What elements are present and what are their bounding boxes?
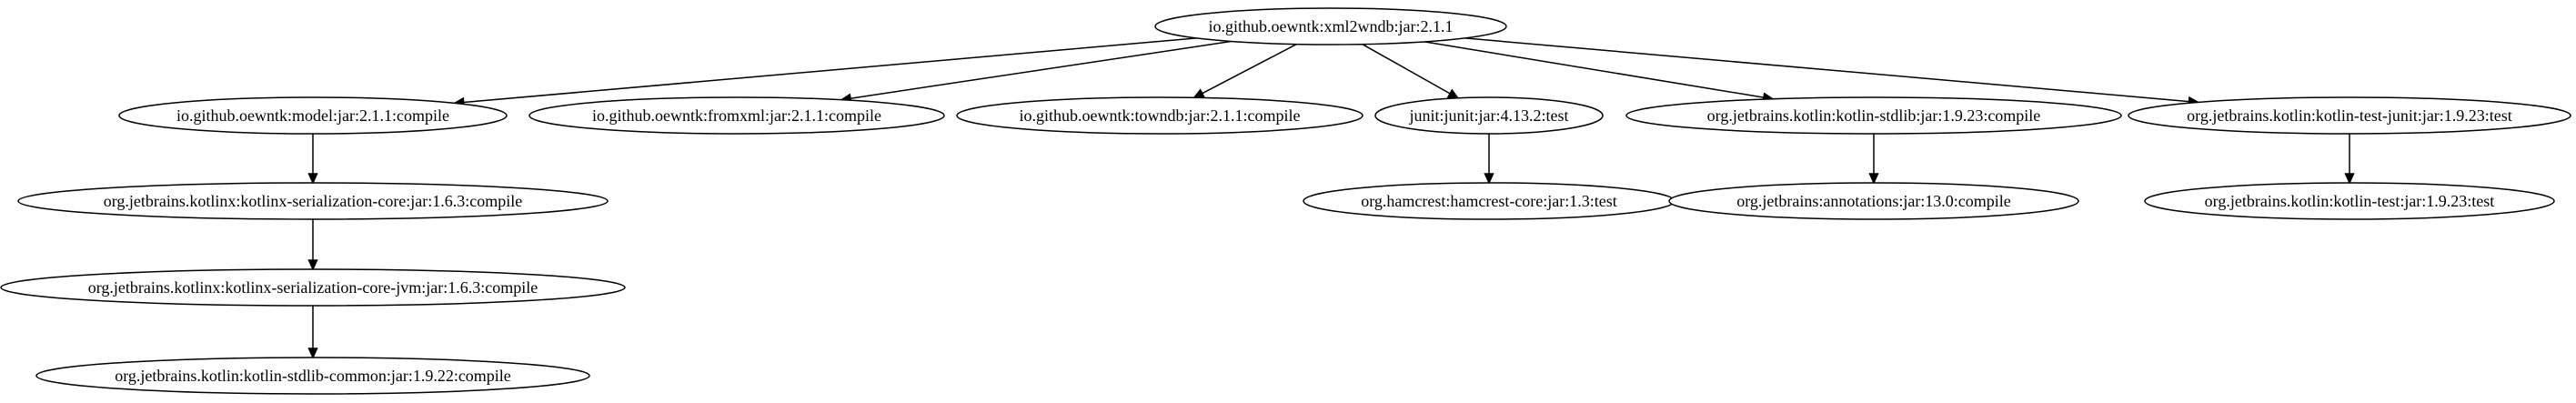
node-serialization-core-jvm: org.jetbrains.kotlinx:kotlinx-serializat… bbox=[0, 268, 626, 307]
edge-root-testjunit bbox=[1464, 37, 2200, 107]
node-root-artifact: io.github.oewntk:xml2wndb:jar:2.1.1 bbox=[1154, 7, 1507, 45]
edge-root-towndb bbox=[1192, 43, 1297, 99]
edge-arrowhead bbox=[1484, 173, 1494, 185]
edge-sercore-sercorejvm bbox=[307, 219, 318, 271]
edge-arrowhead bbox=[307, 259, 318, 271]
node-label: org.jetbrains.kotlin:kotlin-test:jar:1.9… bbox=[2205, 192, 2495, 210]
node-hamcrest-core: org.hamcrest:hamcrest-core:jar:1.3:test bbox=[1303, 182, 1675, 220]
node-ellipse bbox=[35, 357, 590, 395]
edge-line bbox=[1464, 37, 2189, 103]
edge-model-sercore bbox=[307, 134, 318, 185]
node-label: io.github.oewntk:towndb:jar:2.1.1:compil… bbox=[1020, 106, 1301, 125]
node-ellipse bbox=[956, 96, 1363, 135]
edge-testjunit-kotlintest bbox=[2344, 134, 2355, 185]
node-ellipse bbox=[0, 268, 626, 307]
edge-arrowhead bbox=[307, 348, 318, 359]
node-kotlin-test-junit: org.jetbrains.kotlin:kotlin-test-junit:j… bbox=[2128, 96, 2571, 135]
edge-line bbox=[1424, 41, 1765, 98]
edge-arrowhead bbox=[1868, 173, 1879, 185]
node-label: io.github.oewntk:fromxml:jar:2.1.1:compi… bbox=[592, 106, 881, 125]
node-ellipse bbox=[2128, 96, 2571, 135]
edge-arrowhead bbox=[307, 173, 318, 185]
node-ellipse bbox=[2144, 182, 2555, 220]
node-label: org.jetbrains.kotlinx:kotlinx-serializat… bbox=[104, 192, 523, 210]
node-ellipse bbox=[1625, 96, 2122, 135]
node-model: io.github.oewntk:model:jar:2.1.1:compile bbox=[118, 96, 508, 135]
node-label: org.hamcrest:hamcrest-core:jar:1.3:test bbox=[1361, 192, 1617, 210]
edge-arrowhead bbox=[2344, 173, 2355, 185]
node-kotlin-stdlib-common: org.jetbrains.kotlin:kotlin-stdlib-commo… bbox=[35, 357, 590, 395]
node-ellipse bbox=[1668, 182, 2079, 220]
node-ellipse bbox=[118, 96, 508, 135]
node-label: io.github.oewntk:model:jar:2.1.1:compile bbox=[176, 106, 449, 125]
node-kotlin-test: org.jetbrains.kotlin:kotlin-test:jar:1.9… bbox=[2144, 182, 2555, 220]
node-ellipse bbox=[528, 96, 945, 135]
edge-line bbox=[1202, 43, 1297, 95]
node-annotations: org.jetbrains:annotations:jar:13.0:compi… bbox=[1668, 182, 2079, 220]
edge-root-junit bbox=[1362, 44, 1460, 99]
edge-root-fromxml bbox=[840, 40, 1232, 104]
node-serialization-core: org.jetbrains.kotlinx:kotlinx-serializat… bbox=[17, 182, 609, 220]
edge-stdlib-annotations bbox=[1868, 134, 1879, 185]
edge-root-stdlib bbox=[1424, 41, 1775, 103]
node-label: org.jetbrains.kotlinx:kotlinx-serializat… bbox=[88, 278, 538, 297]
node-label: io.github.oewntk:xml2wndb:jar:2.1.1 bbox=[1209, 17, 1454, 35]
edge-arrowhead bbox=[1192, 88, 1206, 99]
node-towndb: io.github.oewntk:towndb:jar:2.1.1:compil… bbox=[956, 96, 1363, 135]
edge-line bbox=[463, 37, 1197, 104]
node-label: org.jetbrains.kotlin:kotlin-stdlib:jar:1… bbox=[1707, 106, 2041, 125]
edge-root-model bbox=[452, 37, 1197, 108]
node-ellipse bbox=[1374, 96, 1604, 135]
node-fromxml: io.github.oewntk:fromxml:jar:2.1.1:compi… bbox=[528, 96, 945, 135]
edge-line bbox=[1362, 44, 1451, 95]
dependency-nodes: io.github.oewntk:xml2wndb:jar:2.1.1 io.g… bbox=[0, 7, 2571, 395]
edge-sercorejvm-stdlibcommon bbox=[307, 306, 318, 359]
edge-line bbox=[850, 40, 1232, 99]
node-kotlin-stdlib: org.jetbrains.kotlin:kotlin-stdlib:jar:1… bbox=[1625, 96, 2122, 135]
node-ellipse bbox=[17, 182, 609, 220]
node-label: org.jetbrains.kotlin:kotlin-test-junit:j… bbox=[2187, 106, 2512, 125]
node-label: junit:junit:jar:4.13.2:test bbox=[1409, 106, 1569, 125]
node-ellipse bbox=[1154, 7, 1507, 45]
edge-junit-hamcrest bbox=[1484, 134, 1494, 185]
node-label: org.jetbrains.kotlin:kotlin-stdlib-commo… bbox=[115, 367, 511, 385]
edge-arrowhead bbox=[1446, 88, 1460, 99]
node-label: org.jetbrains:annotations:jar:13.0:compi… bbox=[1736, 192, 2011, 210]
node-junit: junit:junit:jar:4.13.2:test bbox=[1374, 96, 1604, 135]
